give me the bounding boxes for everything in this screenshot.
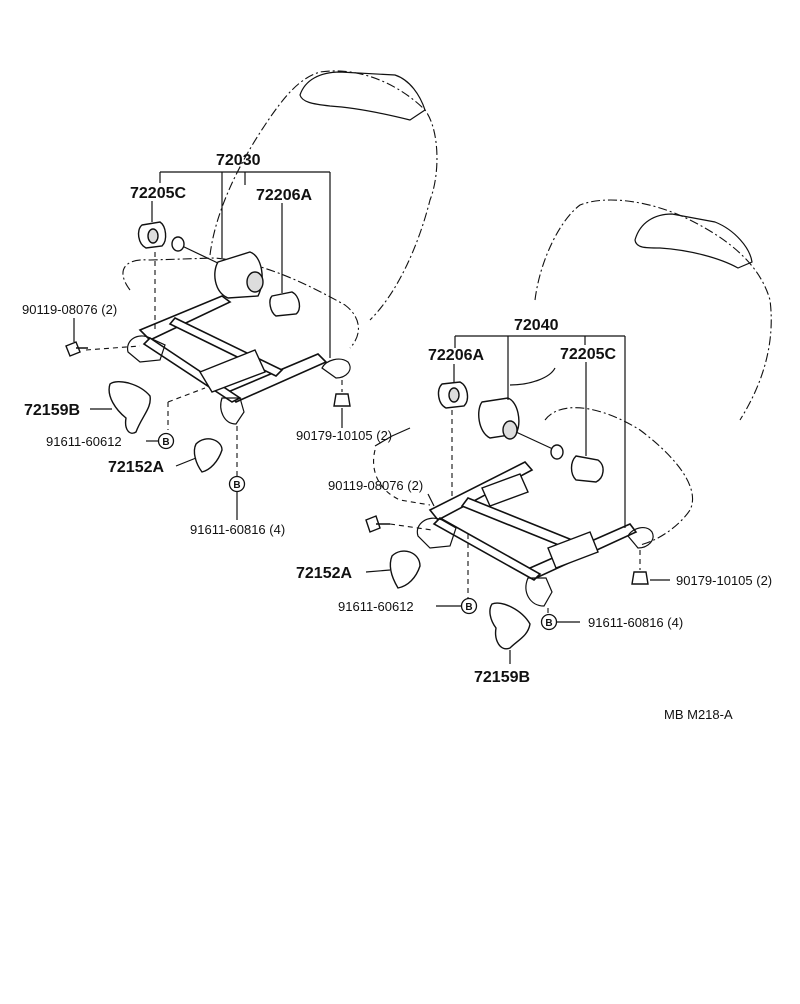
label-right-72206a: 72206A: [428, 347, 484, 364]
left-bracket-rear: [126, 335, 166, 363]
right-motor-shaft-end: [550, 444, 564, 460]
right-guide-5: [389, 523, 433, 531]
label-72030: 72030: [216, 152, 261, 169]
label-right-91611-60612: 91611-60612: [338, 599, 414, 614]
label-right-72205c: 72205C: [560, 346, 616, 363]
right-seat-rail-rear: [428, 461, 534, 522]
label-right-90179: 90179-10105 (2): [676, 573, 772, 588]
right-bolt-big-bubble-letter: B: [545, 618, 552, 629]
left-guide-3: [167, 387, 206, 403]
left-bolt-big-bubble: [228, 475, 246, 493]
right-cover-72152a: [389, 550, 421, 589]
label-left-91611-60612: 91611-60612: [46, 434, 122, 449]
label-left-72206a: 72206A: [256, 187, 312, 204]
left-seatback-outline: [209, 70, 438, 321]
left-guide-6: [85, 345, 141, 351]
label-left-90119: 90119-08076 (2): [22, 302, 117, 317]
right-switch-72206a-hole: [448, 387, 460, 403]
label-right-72152a: 72152A: [296, 565, 352, 582]
left-motor-72205c-hole: [147, 228, 159, 244]
left-motor-shaft: [179, 244, 223, 266]
right-asm-bracket: [454, 335, 626, 528]
right-bracket-side: [627, 527, 654, 549]
left-motor-cap: [246, 271, 264, 293]
diagram-reference-code: MB M218-A: [664, 707, 733, 722]
right-gear-block: [481, 473, 529, 507]
right-motor-72205c-part: [570, 455, 604, 483]
right-motor-shaft: [515, 431, 556, 451]
left-cover-72152a: [193, 438, 223, 473]
right-screw-90119: [365, 515, 390, 533]
label-left-72152a: 72152A: [108, 459, 164, 476]
right-gear-block-2: [547, 531, 599, 569]
left-screw-90119: [65, 341, 88, 357]
right-bracket-front: [525, 577, 553, 607]
label-72040: 72040: [514, 317, 559, 334]
left-cover-a-leader: [175, 457, 197, 467]
right-screw-leader: [427, 493, 435, 507]
right-cover-a-leader: [365, 569, 391, 573]
left-switch-72206a-part: [269, 291, 301, 317]
label-left-72205c: 72205C: [130, 185, 186, 202]
left-bracket-front: [220, 397, 245, 425]
left-cover-72159b: [108, 380, 151, 434]
left-seat-rail-rear: [138, 295, 232, 341]
right-nut-leader-top: [374, 427, 411, 447]
right-bolt-big-bubble: [540, 613, 558, 631]
left-motor-shaft-end: [171, 236, 185, 252]
label-right-72159b: 72159B: [474, 669, 530, 686]
left-bolt-small-bubble-letter: B: [162, 437, 169, 448]
right-seat-accent: [509, 367, 556, 386]
right-motor-cap: [502, 420, 518, 440]
right-bracket-rear: [416, 517, 457, 549]
right-seat-rail-inner: [432, 517, 542, 581]
label-left-91611-60816: 91611-60816 (4): [190, 522, 285, 537]
left-bolt-small-bubble: [157, 432, 175, 450]
left-headrest-outline: [299, 71, 426, 121]
right-bolt-small-bubble-letter: B: [465, 602, 472, 613]
label-left-72159b: 72159B: [24, 402, 80, 419]
right-cover-72159b: [489, 602, 531, 650]
left-gear-block: [198, 349, 266, 393]
label-left-90179: 90179-10105 (2): [296, 428, 392, 443]
left-bolt-big-bubble-letter: B: [233, 480, 240, 491]
left-bracket-side: [321, 358, 351, 379]
left-asm-bracket: [159, 171, 331, 358]
right-seatback-outline: [534, 199, 772, 421]
left-cushion-outline: [122, 257, 359, 349]
right-cushion-outline: [544, 407, 694, 546]
right-nut-90179: [631, 571, 649, 585]
left-seat-assembly: B B 72030 72205C 72206A 90119-08076 (2) …: [22, 70, 438, 537]
right-seat-assembly: B B 72040 72206A 72205C 90179-10105 (2) …: [296, 199, 772, 686]
label-right-90119: 90119-08076 (2): [328, 478, 423, 493]
label-right-91611-60816: 91611-60816 (4): [588, 615, 683, 630]
right-headrest-outline: [634, 213, 753, 269]
left-nut-90179: [333, 393, 351, 407]
right-bolt-small-bubble: [460, 597, 478, 615]
